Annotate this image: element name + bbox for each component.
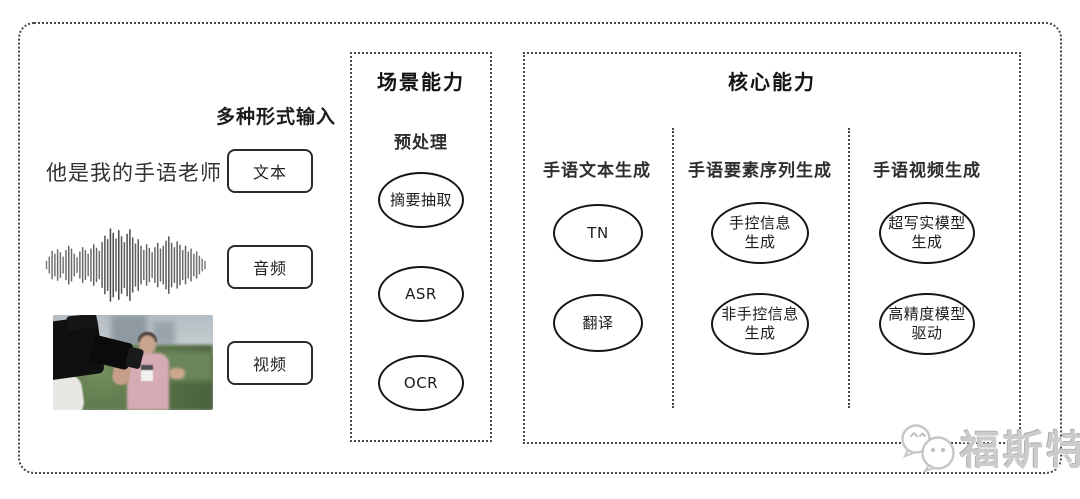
input-section-header: 多种形式输入 [216,106,337,128]
column-divider [672,128,674,408]
node-tn: TN [553,204,643,262]
audio-waveform-icon [45,228,206,302]
sample-sentence: 他是我的手语老师 [46,161,222,185]
input-type-video-label: 视频 [252,355,287,374]
column-header-text-generation: 手语文本生成 [543,161,651,181]
node-translation: 翻译 [553,294,643,352]
node-ocr: OCR [378,355,464,411]
preprocess-label: 预处理 [394,133,448,153]
scene-capability-title: 场景能力 [377,70,465,94]
reporter-hand [169,368,185,379]
watermark-text: 福斯特 [960,428,1080,474]
column-divider [848,128,850,408]
video-thumbnail [53,315,213,410]
outer-dotted-border [18,22,1062,474]
thumbnail-building [153,321,175,345]
column-header-video-generation: 手语视频生成 [873,161,981,181]
watermark: 福斯特 [898,418,1080,476]
core-capability-title: 核心能力 [728,70,816,94]
node-manual-info-generation: 手控信息 生成 [711,202,809,264]
core-capability-box: 核心能力 [523,52,1021,444]
node-non-manual-info-generation: 非手控信息 生成 [711,293,809,355]
input-type-text: 文本 [227,149,313,193]
chat-bubbles-logo-icon [901,424,955,473]
node-high-precision-model-driving: 高精度模型 驱动 [879,293,975,355]
input-type-audio-label: 音频 [252,259,287,278]
input-type-audio: 音频 [227,245,313,289]
scene-capability-box: 场景能力 预处理 [350,52,492,442]
node-summary-extraction: 摘要抽取 [378,172,464,228]
input-type-video: 视频 [227,341,313,385]
column-header-element-sequence-generation: 手语要素序列生成 [688,161,832,181]
node-hyperrealistic-model-generation: 超写实模型 生成 [879,202,975,264]
node-asr: ASR [378,266,464,322]
input-type-text-label: 文本 [252,163,287,182]
microphone [141,365,153,381]
